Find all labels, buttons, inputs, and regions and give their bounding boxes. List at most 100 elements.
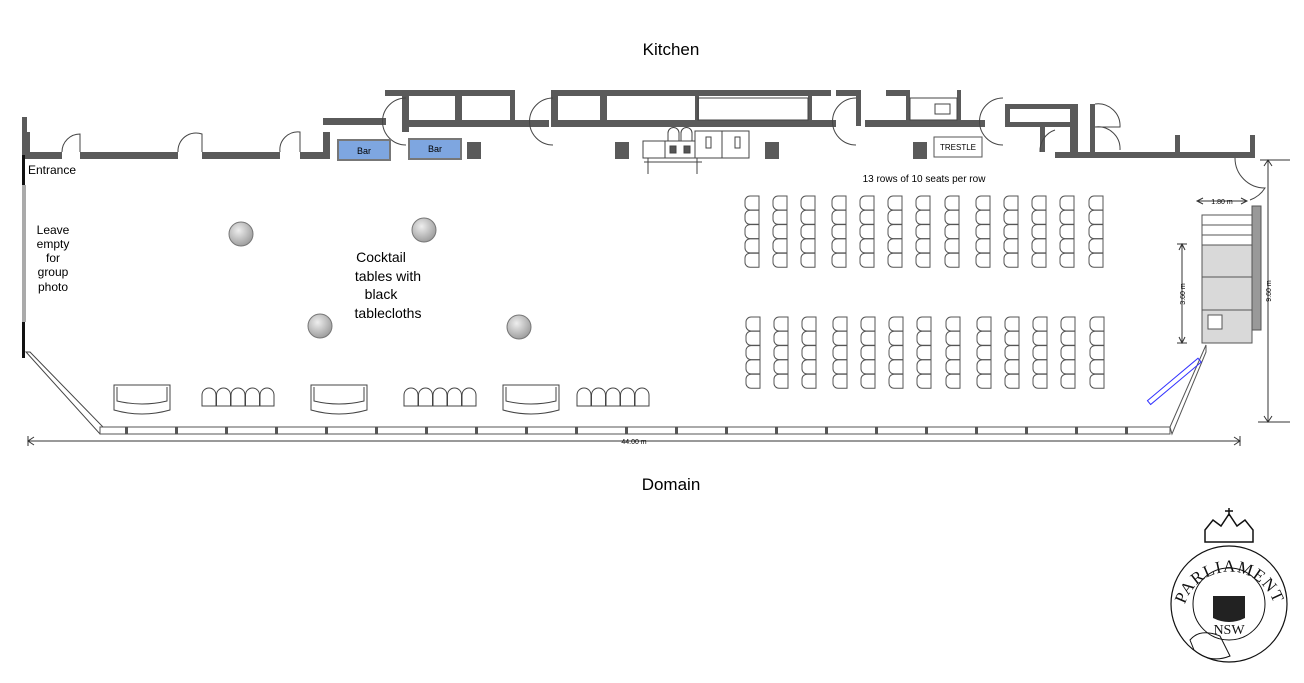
ottoman — [576, 387, 592, 407]
chair — [944, 195, 960, 211]
chair — [1060, 345, 1076, 361]
chair — [975, 252, 991, 268]
note-line: black — [365, 286, 399, 302]
chair — [1004, 359, 1020, 375]
chair — [1088, 209, 1104, 225]
chair — [916, 316, 932, 332]
chair — [976, 345, 992, 361]
ottoman — [403, 387, 419, 407]
domain-label: Domain — [642, 475, 701, 494]
mullion — [675, 427, 678, 434]
chair — [744, 209, 760, 225]
chair — [975, 224, 991, 240]
mullion — [725, 427, 728, 434]
stage-depth-dimension: 3.60 m — [1180, 283, 1187, 305]
chair — [744, 224, 760, 240]
sofa — [113, 384, 171, 415]
chair — [1032, 373, 1048, 389]
chair — [1031, 195, 1047, 211]
trestle-table: TRESTLE — [933, 136, 983, 158]
chair — [976, 330, 992, 346]
ottoman — [620, 387, 635, 407]
ottoman — [245, 387, 260, 407]
chair — [831, 195, 847, 211]
chair — [1089, 330, 1105, 346]
chair — [887, 238, 903, 254]
chair — [915, 238, 931, 254]
chair — [860, 345, 876, 361]
seating-note: 13 rows of 10 seats per row — [863, 174, 987, 185]
chair — [801, 330, 817, 346]
theatre-seating — [744, 195, 1105, 389]
bar-1-label: Bar — [357, 146, 371, 156]
chair — [888, 345, 904, 361]
chair — [745, 330, 761, 346]
logo-text-bottom: NSW — [1213, 623, 1245, 638]
chair — [945, 330, 961, 346]
ottoman — [230, 387, 246, 407]
chair — [915, 224, 931, 240]
coat-of-arms-icon — [1213, 596, 1245, 622]
chair — [1060, 316, 1076, 332]
chair — [887, 224, 903, 240]
mullion — [875, 427, 878, 434]
mullion — [425, 427, 428, 434]
chair — [773, 373, 789, 389]
mullion — [525, 427, 528, 434]
mullion — [225, 427, 228, 434]
note-line: Leave — [37, 223, 70, 237]
chair — [800, 252, 816, 268]
chair — [800, 238, 816, 254]
mullion — [1075, 427, 1078, 434]
chair — [745, 359, 761, 375]
chair — [1059, 238, 1075, 254]
note-line: photo — [38, 280, 68, 294]
chair — [772, 209, 788, 225]
south-glass-wall — [99, 344, 1207, 436]
chair — [944, 224, 960, 240]
chair — [887, 252, 903, 268]
chair — [1032, 345, 1048, 361]
scroll-icon — [1189, 632, 1231, 660]
chair — [773, 345, 789, 361]
bar-2-label: Bar — [428, 144, 442, 154]
chair — [975, 238, 991, 254]
chair — [772, 252, 788, 268]
cocktail-note: Cocktail tables with black tablecloths — [355, 249, 422, 321]
chair — [945, 359, 961, 375]
catering-station — [642, 127, 750, 174]
chair — [976, 316, 992, 332]
cocktail-table — [506, 314, 532, 340]
chair — [745, 345, 761, 361]
screen — [1146, 357, 1202, 406]
chair — [1004, 316, 1020, 332]
chair — [944, 252, 960, 268]
chair — [831, 238, 847, 254]
mullion — [1125, 427, 1128, 434]
chair — [832, 345, 848, 361]
pillars — [467, 142, 927, 159]
chair — [888, 373, 904, 389]
chair — [1059, 195, 1075, 211]
chair — [888, 330, 904, 346]
lounge-furniture — [113, 384, 650, 415]
ottoman — [447, 387, 462, 407]
cocktail-tables — [228, 217, 532, 340]
ottoman — [605, 387, 621, 407]
chair — [832, 359, 848, 375]
lectern-icon — [1207, 314, 1223, 330]
chair — [976, 373, 992, 389]
chair — [976, 359, 992, 375]
chair — [744, 238, 760, 254]
chair — [859, 209, 875, 225]
stage — [1146, 205, 1262, 406]
note-line: group — [38, 265, 69, 279]
chair — [744, 252, 760, 268]
chair — [860, 330, 876, 346]
mullion — [825, 427, 828, 434]
note-line: empty — [37, 237, 70, 251]
dimension-lines — [27, 159, 1290, 446]
parliament-nsw-logo: PARLIAMENT NSW — [1170, 508, 1288, 663]
note-line: tables with — [355, 268, 421, 284]
chair — [1004, 345, 1020, 361]
